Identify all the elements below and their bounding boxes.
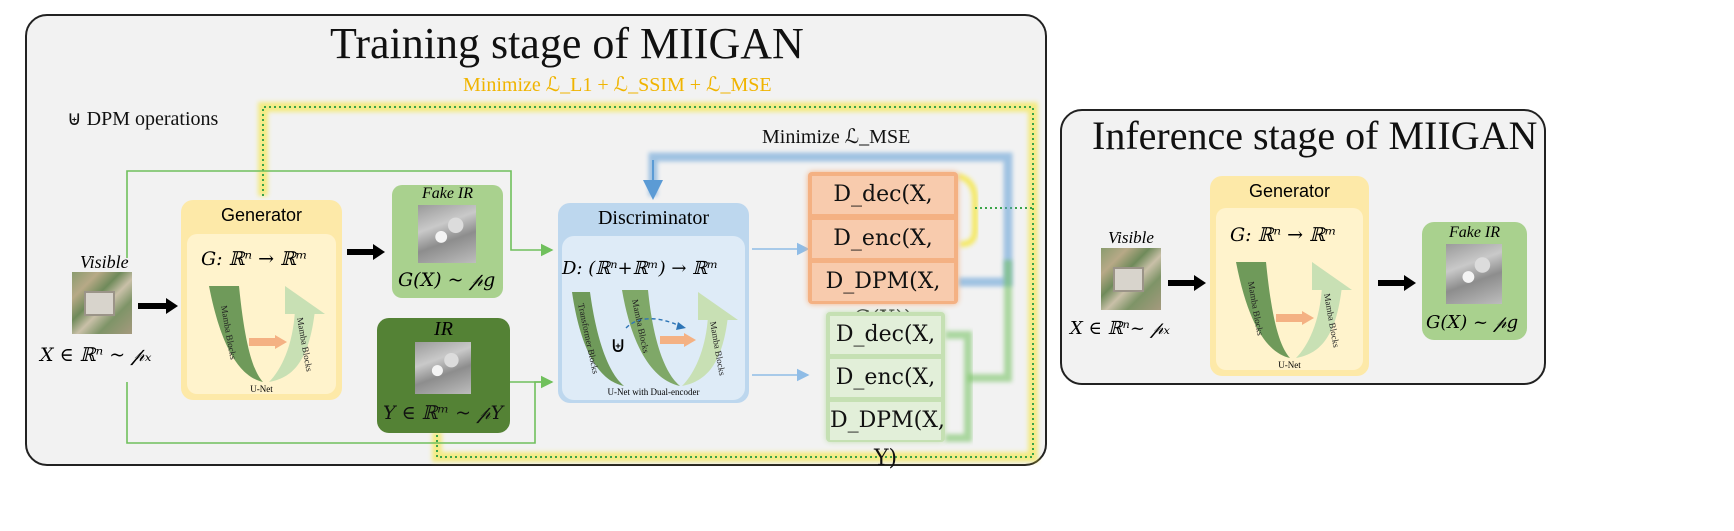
ir-box: IR Y ∈ ℝᵐ ~ 𝓅Y (377, 318, 510, 433)
discriminator-title: Discriminator (597, 207, 710, 229)
discriminator-caption: U-Net with Dual-encoder (607, 387, 700, 397)
ir-eq: Y ∈ ℝᵐ ~ 𝓅Y (383, 402, 504, 424)
dpm-symbol: ⊎ (610, 332, 627, 357)
d-dec-fake: D_dec(X, G(X)) (812, 176, 954, 245)
generator-inner: G: ℝⁿ → ℝᵐ Mamba Blocks Mamba Blocks U-N… (187, 234, 336, 394)
discriminator-unet: Transformer Blocks Mamba Blocks Mamba Bl… (572, 290, 738, 386)
generator-title: Generator (220, 205, 303, 225)
discriminator-box: Discriminator D: (ℝⁿ+ℝᵐ) → ℝᵐ Transforme… (558, 203, 749, 403)
visible-to-disc-line (126, 170, 554, 444)
inference-fake-ir-image (1446, 244, 1502, 304)
visible-eq: X ∈ ℝⁿ ~ 𝓅ₓ (40, 344, 152, 366)
mse-loop (643, 152, 1013, 287)
d-enc-real: D_enc(X, Y) (830, 359, 941, 428)
real-loop (945, 260, 1012, 442)
d-dpm-fake: D_DPM(X, G(X)) (812, 263, 954, 332)
ir-image (415, 342, 471, 394)
visible-label: Visible (80, 252, 129, 272)
d-dpm-real: D_DPM(X, Y) (830, 402, 945, 471)
inference-generator-inner: G: ℝⁿ → ℝᵐ Mamba Blocks Mamba Blocks U-N… (1216, 208, 1363, 370)
inference-fake-ir-box: Fake IR G(X) ~ 𝓅g (1422, 222, 1527, 340)
minimize-mse-label: Minimize ℒ_MSE (762, 126, 911, 148)
fake-ir-image (418, 205, 476, 263)
discriminator-eq: D: (ℝⁿ+ℝᵐ) → ℝᵐ (562, 258, 719, 279)
minimize-total-loss: Minimize ℒ_L1 + ℒ_SSIM + ℒ_MSE (463, 74, 772, 96)
inference-generator-caption: U-Net (1278, 360, 1301, 370)
inference-generator-title: Generator (1248, 181, 1331, 201)
inference-generator-eq: G: ℝⁿ → ℝᵐ (1230, 224, 1337, 246)
fake-ir-eq: G(X) ~ 𝓅g (398, 269, 496, 291)
generator-caption: U-Net (250, 384, 273, 394)
dpm-legend: ⊎ DPM operations (67, 108, 219, 130)
generator-box: Generator G: ℝⁿ → ℝᵐ Mamba Blocks Mamba … (181, 200, 342, 400)
inference-fake-ir-eq: G(X) ~ 𝓅g (1426, 312, 1519, 333)
inference-visible-image (1101, 248, 1161, 310)
generator-unet: Mamba Blocks Mamba Blocks (209, 286, 325, 382)
inference-fake-ir-label: Fake IR (1448, 224, 1501, 241)
inference-generator-box: Generator G: ℝⁿ → ℝᵐ Mamba Blocks Mamba … (1210, 176, 1369, 376)
discriminator-inner: D: (ℝⁿ+ℝᵐ) → ℝᵐ Transformer Blocks Mamba… (562, 236, 745, 400)
l1-ssim-mse-loop (258, 102, 1038, 462)
visible-image (72, 272, 132, 334)
fake-ir-label: Fake IR (421, 185, 474, 202)
inference-title: Inference stage of MIIGAN (1092, 113, 1538, 158)
ir-label: IR (434, 318, 453, 340)
training-title: Training stage of MIIGAN (330, 19, 804, 68)
generator-eq: G: ℝⁿ → ℝᵐ (201, 248, 308, 270)
inference-visible-eq: X ∈ ℝⁿ~ 𝓅ₓ (1070, 318, 1170, 339)
fake-ir-box: Fake IR G(X) ~ 𝓅g (392, 185, 503, 298)
inference-generator-unet: Mamba Blocks Mamba Blocks (1236, 262, 1352, 358)
inference-visible-label: Visible (1108, 228, 1154, 247)
